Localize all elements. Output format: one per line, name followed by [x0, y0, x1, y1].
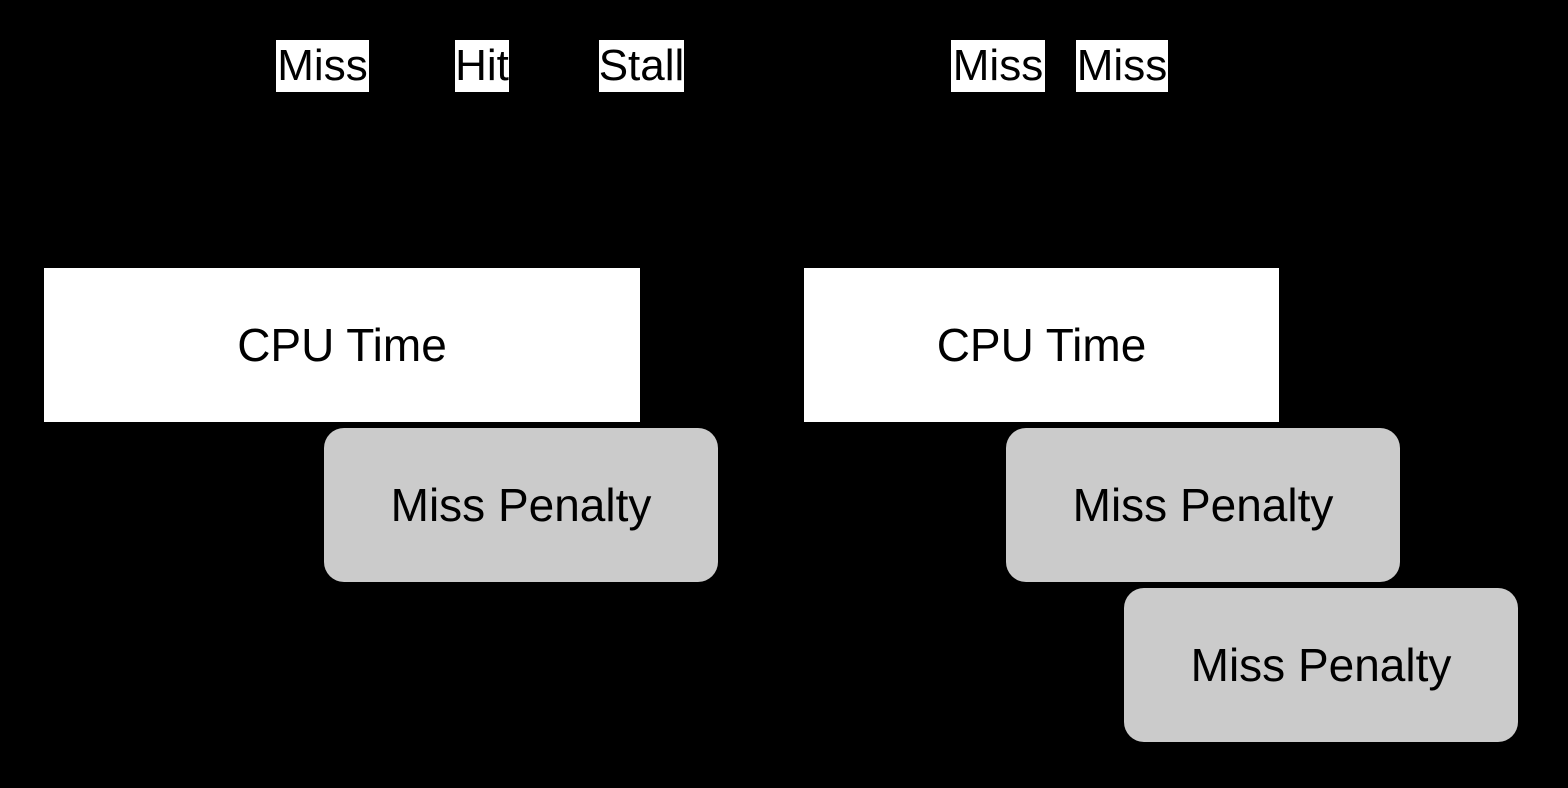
label-hit: Hit: [455, 40, 509, 92]
miss-penalty-box-3: Miss Penalty: [1124, 588, 1518, 742]
cpu-time-box-left: CPU Time: [44, 268, 640, 422]
cpu-time-box-right: CPU Time: [804, 268, 1279, 422]
label-stall: Stall: [598, 40, 685, 92]
miss-penalty-box-1: Miss Penalty: [324, 428, 718, 582]
label-miss-1: Miss: [276, 40, 369, 92]
label-miss-2: Miss: [951, 40, 1045, 92]
label-miss-3: Miss: [1076, 40, 1168, 92]
miss-penalty-box-2: Miss Penalty: [1006, 428, 1400, 582]
